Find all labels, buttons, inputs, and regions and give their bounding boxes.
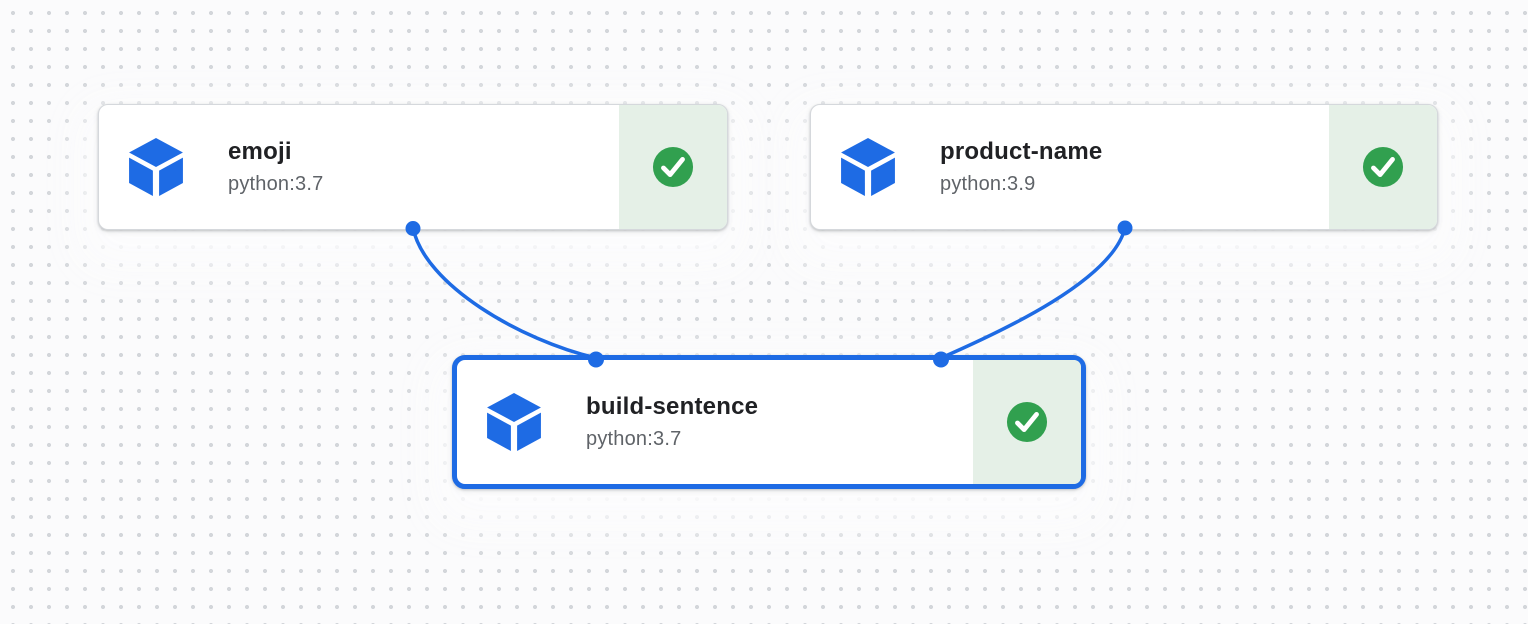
node-body: build-sentence python:3.7 [457, 360, 973, 484]
node-subtitle: python:3.7 [586, 427, 682, 450]
node-labels: build-sentence python:3.7 [586, 393, 758, 451]
node-title: build-sentence [586, 393, 759, 421]
status-panel [619, 105, 727, 229]
status-panel [973, 360, 1081, 484]
edge-product-name-to-build-sentence [940, 227, 1127, 360]
check-circle-icon [1006, 401, 1048, 443]
check-circle-icon [652, 146, 694, 188]
node-labels: emoji python:3.7 [228, 138, 323, 196]
node-product-name[interactable]: product-name python:3.9 [810, 104, 1438, 230]
node-build-sentence[interactable]: build-sentence python:3.7 [452, 355, 1086, 489]
edge-emoji-to-build-sentence [411, 227, 597, 360]
artifact-cube-icon [487, 393, 541, 451]
check-circle-icon [1362, 146, 1404, 188]
node-emoji[interactable]: emoji python:3.7 [98, 104, 728, 230]
node-title: emoji [228, 138, 292, 166]
node-subtitle: python:3.7 [228, 172, 324, 195]
node-title: product-name [940, 138, 1103, 166]
artifact-cube-icon [841, 138, 895, 196]
node-subtitle: python:3.9 [940, 172, 1036, 195]
node-labels: product-name python:3.9 [940, 138, 1102, 196]
node-body: emoji python:3.7 [99, 105, 619, 229]
artifact-cube-icon [129, 138, 183, 196]
node-body: product-name python:3.9 [811, 105, 1329, 229]
status-panel [1329, 105, 1437, 229]
